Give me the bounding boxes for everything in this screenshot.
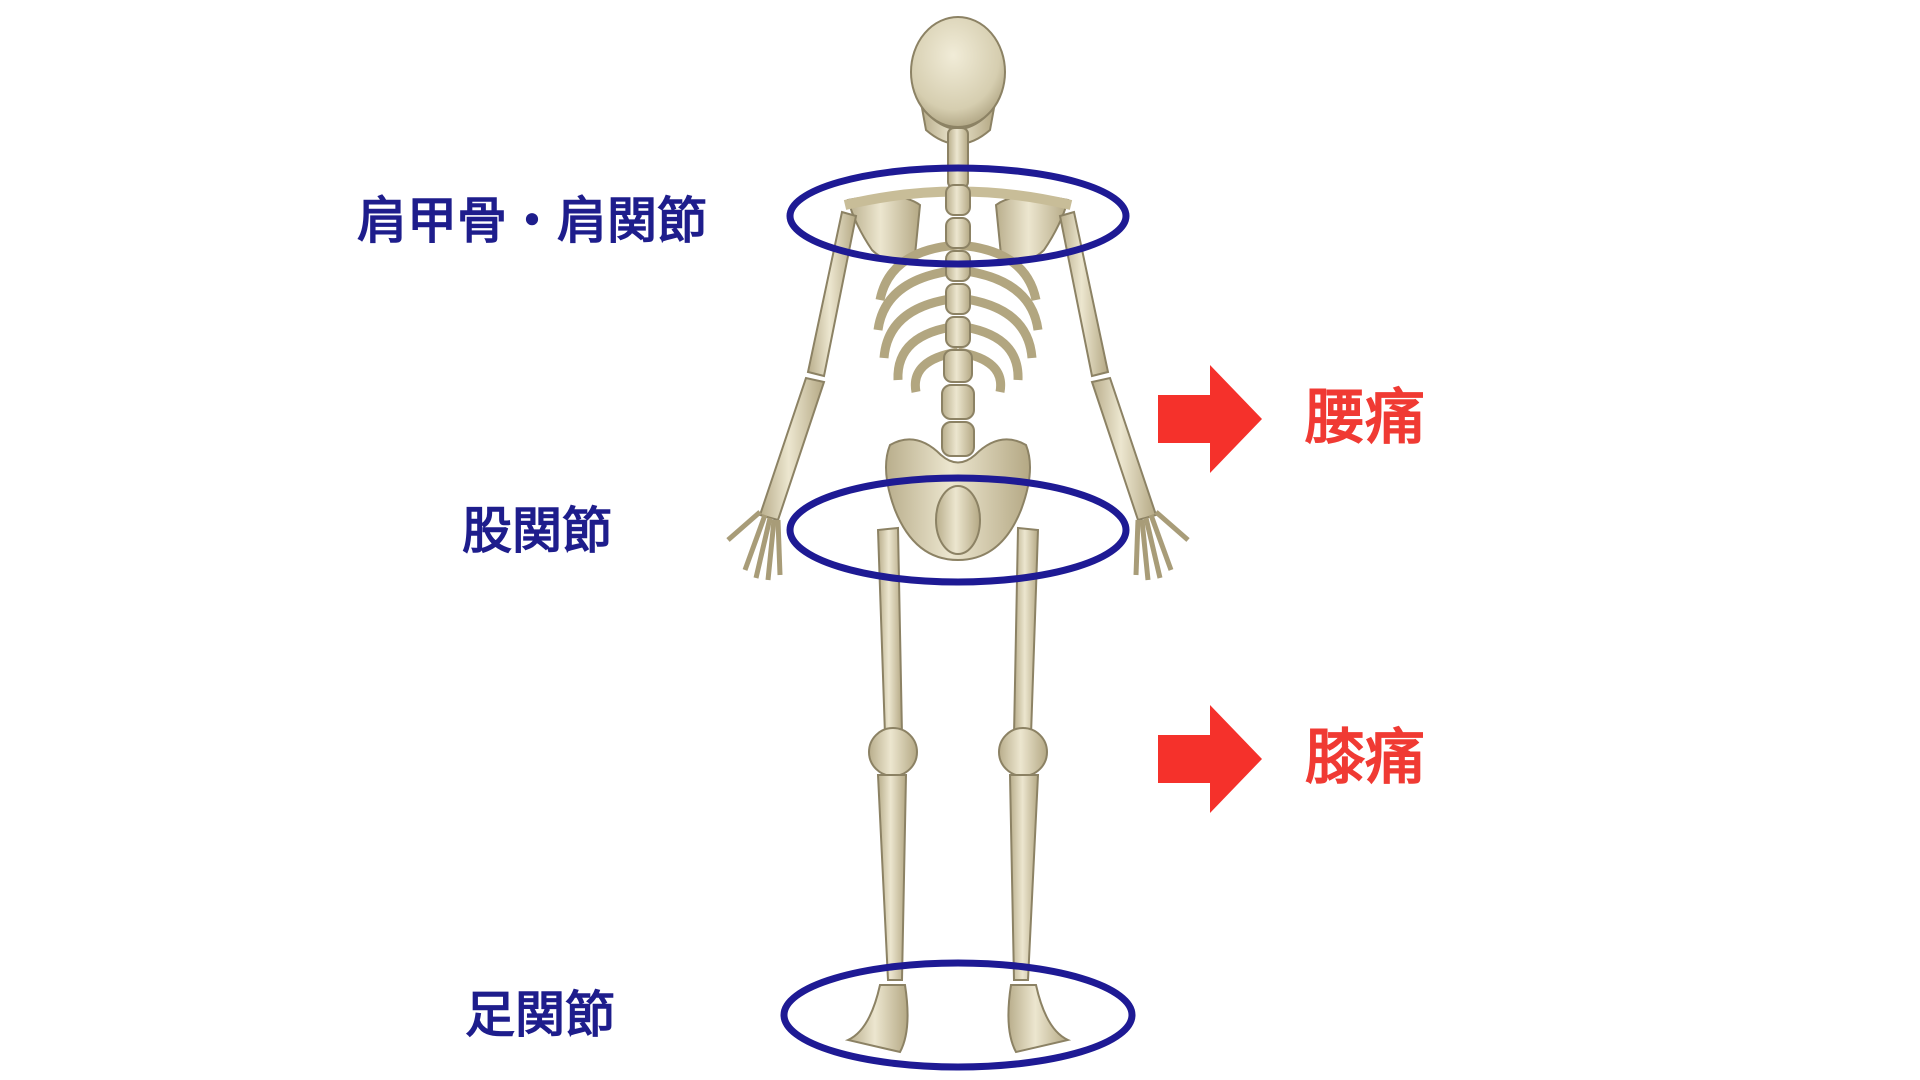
ankle-ring — [780, 959, 1136, 1071]
right-foot — [1007, 984, 1072, 1054]
right-hand — [1133, 510, 1190, 581]
hip-ring — [786, 474, 1130, 586]
left-hand — [726, 510, 783, 581]
right-tibia — [1008, 774, 1040, 981]
right-femur — [1012, 526, 1040, 736]
hip-label: 股関節 — [462, 502, 612, 560]
right-humerus — [1058, 210, 1110, 378]
knee-pain-label: 膝痛 — [1305, 723, 1425, 793]
left-knee — [868, 727, 918, 777]
arrow-right-icon — [1158, 365, 1262, 473]
back-pain-label: 腰痛 — [1305, 383, 1425, 453]
cervical-spine — [947, 127, 969, 189]
shoulder-ring — [786, 164, 1130, 268]
left-tibia — [876, 774, 908, 981]
jaw — [920, 104, 996, 145]
right-forearm — [1090, 376, 1158, 522]
ankle-label: 足関節 — [465, 986, 615, 1044]
shoulder-label: 肩甲骨・肩関節 — [357, 192, 707, 250]
joint-rings — [780, 164, 1136, 1071]
left-humerus — [806, 210, 858, 378]
left-foot — [844, 984, 909, 1054]
sacrum — [935, 485, 981, 555]
left-femur — [876, 526, 904, 736]
left-forearm — [758, 376, 826, 522]
right-knee — [998, 727, 1048, 777]
spine — [941, 184, 975, 457]
arrow-right-icon — [1158, 705, 1262, 813]
skeleton-figure — [726, 16, 1190, 1054]
